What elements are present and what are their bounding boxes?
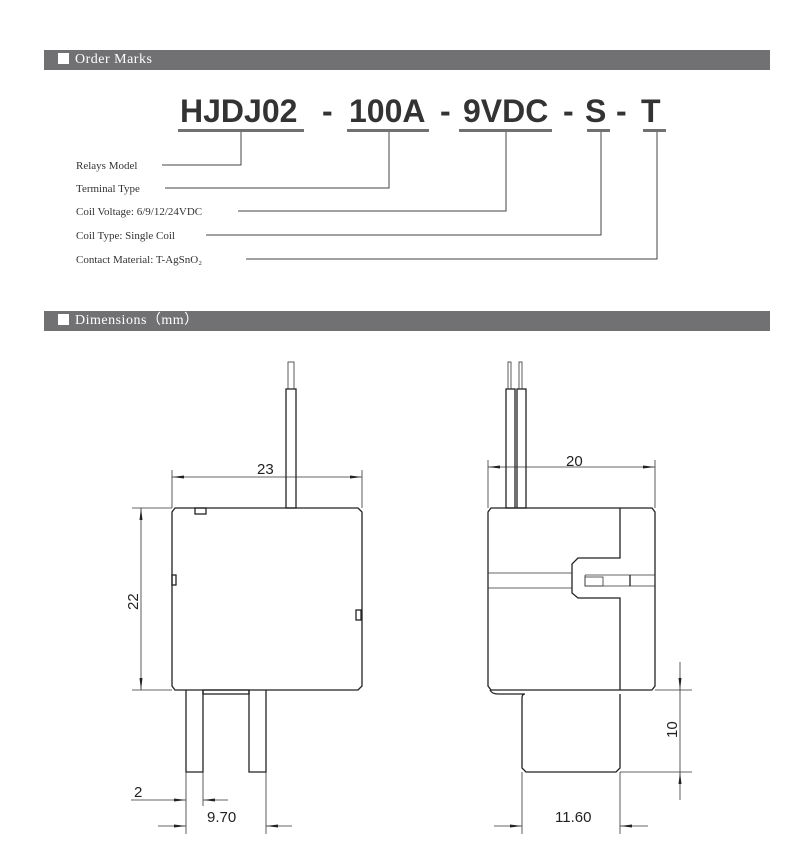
section-header-dimensions: Dimensions（mm） (44, 311, 770, 331)
dim-height: 22 (125, 593, 142, 610)
section-title: Order Marks (75, 52, 153, 67)
label-contact-material: Contact Material: T-AgSnO₂ (76, 254, 202, 266)
label-terminal-type: Terminal Type (76, 183, 140, 195)
code-sep: - (563, 93, 574, 129)
label-coil-voltage: Coil Voltage: 6/9/12/24VDC (76, 206, 202, 218)
square-bullet-icon (58, 53, 69, 64)
code-sep: - (322, 93, 333, 129)
section-title: Dimensions（mm） (75, 313, 199, 328)
dim-side-pin-width: 11.60 (555, 809, 591, 826)
dim-pin-width: 2 (134, 784, 142, 801)
order-labels: Relays Model Terminal Type Coil Voltage:… (76, 160, 202, 266)
dim-width-side: 20 (566, 453, 583, 470)
code-voltage: 9VDC (463, 93, 548, 129)
code-coil: S (585, 93, 606, 129)
dim-pin-length: 10 (664, 721, 681, 738)
square-bullet-icon (58, 314, 69, 325)
code-terminal: 100A (349, 93, 426, 129)
side-view: 20 10 11.60 (487, 361, 692, 834)
code-sep: - (440, 93, 451, 129)
dim-pin-spacing: 9.70 (207, 809, 236, 826)
code-material: T (641, 93, 661, 129)
order-code: HJDJ02 - 100A - 9VDC - S - T (162, 93, 666, 260)
label-relays-model: Relays Model (76, 160, 137, 172)
dim-width-front: 23 (257, 461, 274, 478)
code-sep: - (616, 93, 627, 129)
section-header-order-marks: Order Marks (44, 50, 770, 70)
front-view: 23 22 2 9.70 (125, 361, 363, 834)
code-model: HJDJ02 (180, 93, 297, 129)
label-coil-type: Coil Type: Single Coil (76, 230, 175, 242)
